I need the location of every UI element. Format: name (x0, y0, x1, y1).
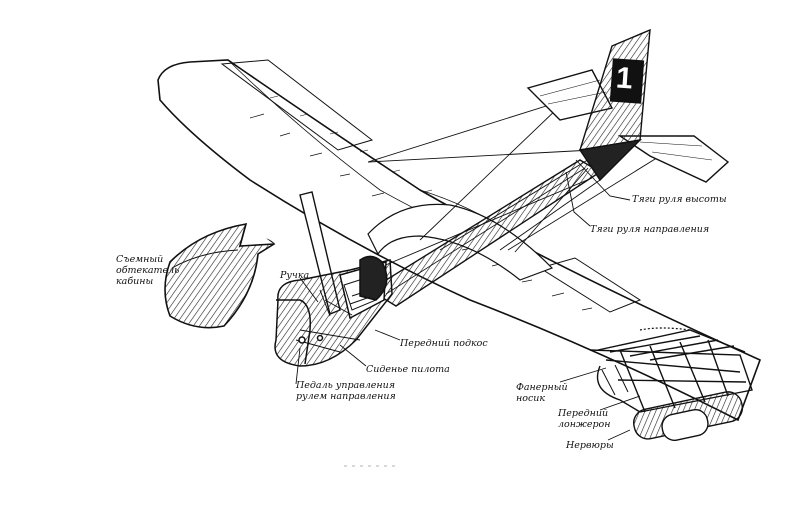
label-rudder-pedal: Педаль управления рулем направления (296, 380, 396, 402)
removable-fairing (164, 222, 276, 329)
label-fairing: Съемный обтекатель кабины (116, 254, 180, 287)
vertical-fin (578, 28, 651, 182)
label-plywood-nose: Фанерный носик (516, 382, 568, 404)
label-front-spar: Передний лонжерон (558, 408, 611, 430)
label-stick: Ручка (280, 270, 310, 281)
cockpit-nose (274, 255, 393, 367)
label-seat: Сиденье пилота (366, 364, 450, 375)
wing-rib-structure (589, 327, 753, 441)
fin-number: 1 (614, 61, 634, 96)
label-front-strut: Передний подкос (400, 338, 488, 349)
label-rudder-rods: Тяги руля направления (590, 224, 710, 235)
leader-lines (295, 159, 641, 441)
horizontal-tail (526, 69, 730, 183)
label-ribs: Нервюры (566, 440, 614, 451)
label-elevator-rods: Тяги руля высоты (632, 194, 727, 205)
